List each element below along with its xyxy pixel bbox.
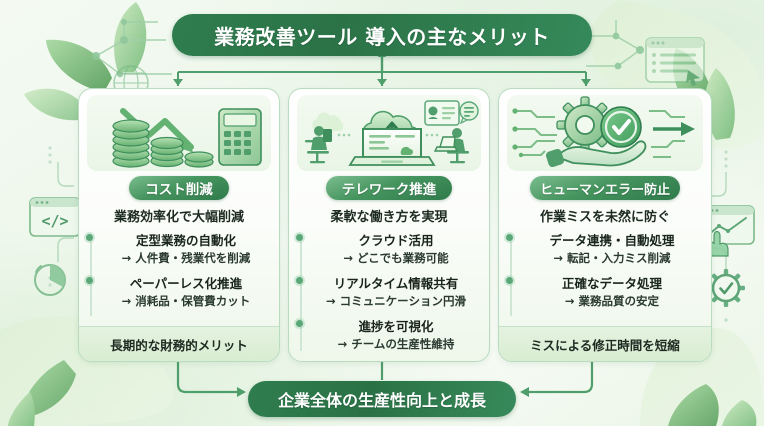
bullet-main: 進捗を可視化 (358, 319, 434, 334)
main-title-text: 業務改善ツール 導入の主なメリット (214, 24, 550, 49)
bullet-main: リアルタイム情報共有 (333, 276, 459, 291)
main-title: 業務改善ツール 導入の主なメリット (172, 14, 592, 56)
benefit-card-human-error[interactable]: ヒューマンエラー防止 作業ミスを未然に防ぐ データ連携・自動処理 → 転記・入力… (498, 88, 712, 362)
bullet-sub: → 消耗品・保管費カット (121, 294, 251, 308)
card-bullets: クラウド活用 → どこでも業務可能 リアルタイム情報共有 → コミュニケーション… (289, 230, 489, 361)
bullet-dot-icon (86, 234, 93, 241)
bullet-dot-icon (506, 277, 513, 284)
card-footnote-text: 長期的な財務的メリット (110, 337, 248, 353)
bullet-sub: → 業務品質の安定 (564, 294, 660, 308)
bullet-item: データ連携・自動処理 → 転記・入力ミス削減 (506, 230, 705, 266)
card-badge-label: ヒューマンエラー防止 (539, 182, 670, 198)
card-badge-human-error: ヒューマンエラー防止 (529, 176, 680, 200)
network-nodes-icon (586, 20, 644, 70)
card-subhead: 業務効率化で大幅削減 (113, 210, 244, 225)
footer-summary: 企業全体の生産性向上と成長 (248, 381, 516, 417)
benefit-card-telework[interactable]: テレワーク推進 柔軟な働き方を実現 クラウド活用 → どこでも業務可能 リアルタ… (288, 88, 490, 362)
leaf-icon (668, 384, 757, 426)
bullet-sub: → コミュニケーション円滑 (326, 294, 466, 308)
bullet-main: クラウド活用 (358, 233, 434, 248)
card-footnote-text: ミスによる修正時間を短縮 (530, 337, 680, 353)
svg-text:</>: </> (41, 212, 68, 230)
chart-window-cursor-icon (699, 205, 755, 257)
bullet-item: クラウド活用 → どこでも業務可能 (296, 230, 483, 266)
bullet-sub: → どこでも業務可能 (343, 251, 449, 265)
bullet-main: ペーパーレス化推進 (129, 276, 243, 291)
list-window-cursor-icon (645, 37, 705, 86)
card-badge-cost: コスト削減 (129, 176, 229, 200)
bullet-dot-icon (86, 277, 93, 284)
leaf-icon (8, 360, 76, 426)
bullet-item: 進捗を可視化 → チームの生産性維持 (296, 316, 483, 352)
illustration-coins-down-arrow-calculator (87, 95, 271, 171)
bullet-main: 定型業務の自動化 (135, 233, 236, 248)
footer-summary-text: 企業全体の生産性向上と成長 (277, 391, 486, 410)
card-badge-label: テレワーク推進 (341, 182, 437, 198)
bullet-sub: → 転記・入力ミス削減 (553, 251, 671, 265)
illustration-laptop-cloud-remote-workers (297, 95, 481, 171)
bullet-item: リアルタイム情報共有 → コミュニケーション円滑 (296, 273, 483, 309)
card-footnote: ミスによる修正時間を短縮 (499, 326, 711, 361)
bullet-dot-icon (296, 234, 303, 241)
illustration-gear-check-hand-circuit (507, 95, 703, 171)
card-badge-telework: テレワーク推進 (325, 176, 453, 200)
bullet-sub: → チームの生産性維持 (337, 337, 455, 351)
bullet-dot-icon (296, 277, 303, 284)
bullet-main: データ連携・自動処理 (549, 233, 675, 248)
bullet-item: ペーパーレス化推進 → 消耗品・保管費カット (86, 273, 273, 309)
bullet-main: 正確なデータ処理 (561, 276, 662, 291)
leaf-icon (24, 2, 147, 121)
card-footnote: 長期的な財務的メリット (79, 326, 279, 361)
bullet-rail (300, 238, 302, 351)
gear-check-icon (707, 269, 745, 307)
card-badge-label: コスト削減 (145, 182, 213, 198)
card-subhead: 柔軟な働き方を実現 (330, 210, 448, 225)
bullet-item: 定型業務の自動化 → 人件費・残業代を削減 (86, 230, 273, 266)
benefit-card-cost[interactable]: コスト削減 業務効率化で大幅削減 定型業務の自動化 → 人件費・残業代を削減 ペ… (78, 88, 280, 362)
bullet-item: 正確なデータ処理 → 業務品質の安定 (506, 273, 705, 309)
code-window-icon: </> (29, 197, 81, 237)
card-bullets: 定型業務の自動化 → 人件費・残業代を削減 ペーパーレス化推進 → 消耗品・保管… (79, 230, 279, 326)
bullet-dot-icon (296, 320, 303, 327)
bullet-sub: → 人件費・残業代を削減 (121, 251, 251, 265)
card-subhead: 作業ミスを未然に防ぐ (539, 210, 670, 225)
pie-chart-icon (34, 264, 66, 296)
card-bullets: データ連携・自動処理 → 転記・入力ミス削減 正確なデータ処理 → 業務品質の安… (499, 230, 711, 326)
bullet-dot-icon (506, 234, 513, 241)
